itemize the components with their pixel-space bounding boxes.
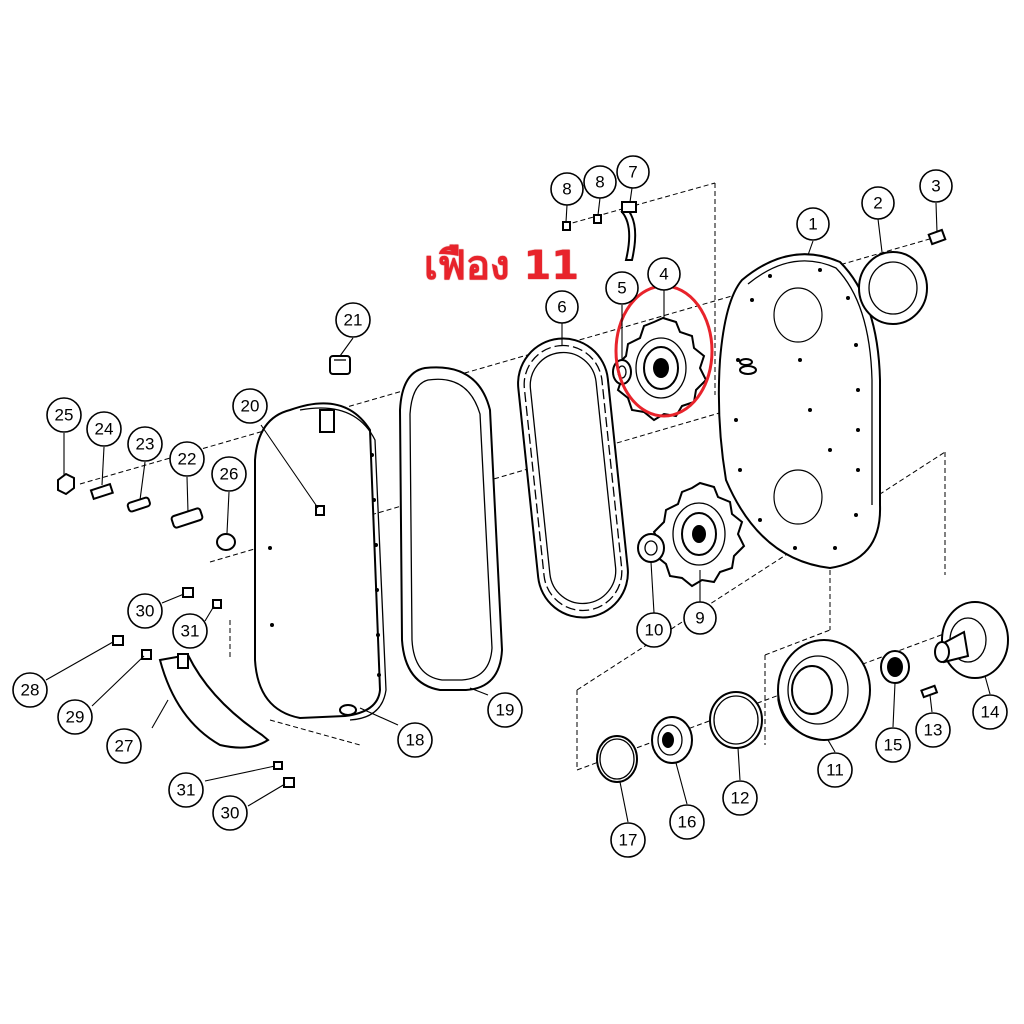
snap-ring-part-12 xyxy=(709,691,763,749)
callout-label-17: 17 xyxy=(619,831,638,850)
callout-label-3: 3 xyxy=(931,177,940,196)
callout-26: 26 xyxy=(211,456,247,492)
callout-label-28: 28 xyxy=(21,681,40,700)
gasket-part-2 xyxy=(858,251,928,325)
nut-part-10 xyxy=(637,533,665,563)
callout-1: 1 xyxy=(796,207,830,241)
callout-31a: 31 xyxy=(172,613,208,649)
callout-label-6: 6 xyxy=(557,298,566,317)
callout-9: 9 xyxy=(683,601,717,635)
callout-label-26: 26 xyxy=(220,465,239,484)
callout-label-31b: 31 xyxy=(177,781,196,800)
callout-27: 27 xyxy=(106,728,142,764)
callout-label-25: 25 xyxy=(55,406,74,425)
shaft-assembly-parts-22-26 xyxy=(57,472,236,551)
callout-label-14: 14 xyxy=(981,703,1000,722)
bolt-part-20 xyxy=(315,505,325,516)
cover-gasket-part-19 xyxy=(398,366,504,691)
callout-31b: 31 xyxy=(168,772,204,808)
callout-label-7: 7 xyxy=(628,163,637,182)
guard-plate-part-27 xyxy=(158,653,270,749)
callout-11: 11 xyxy=(817,752,853,788)
callout-22: 22 xyxy=(169,441,205,477)
callout-label-4: 4 xyxy=(659,265,668,284)
bearing-part-16 xyxy=(651,716,693,764)
callout-label-23: 23 xyxy=(136,435,155,454)
callout-30b: 30 xyxy=(212,795,248,831)
callout-label-18: 18 xyxy=(406,731,425,750)
callout-21: 21 xyxy=(335,302,371,338)
callout-16: 16 xyxy=(669,804,705,840)
callout-4: 4 xyxy=(647,257,681,291)
callout-18: 18 xyxy=(397,722,433,758)
callout-24: 24 xyxy=(86,411,122,447)
callout-label-21: 21 xyxy=(344,311,363,330)
callout-13: 13 xyxy=(915,712,951,748)
annotation-label: เฟือง 11 xyxy=(424,243,580,289)
bolts-part-8 xyxy=(562,214,602,231)
callout-label-22: 22 xyxy=(178,450,197,469)
callout-15: 15 xyxy=(875,727,911,763)
callout-25: 25 xyxy=(46,397,82,433)
callout-30a: 30 xyxy=(127,593,163,629)
callout-19: 19 xyxy=(487,692,523,728)
callout-label-13: 13 xyxy=(924,721,943,740)
callout-2: 2 xyxy=(861,186,895,220)
callout-label-9: 9 xyxy=(695,609,704,628)
callout-label-16: 16 xyxy=(678,813,697,832)
callout-5: 5 xyxy=(605,271,639,305)
callout-label-20: 20 xyxy=(241,397,260,416)
callout-label-31a: 31 xyxy=(181,622,200,641)
leader-lines xyxy=(45,187,991,823)
callout-8a: 8 xyxy=(550,172,584,206)
callout-label-10: 10 xyxy=(645,621,664,640)
callout-28: 28 xyxy=(12,672,48,708)
callout-label-8a: 8 xyxy=(562,180,571,199)
chain-case-cover-part-18 xyxy=(254,402,387,721)
grease-nipple-part-13 xyxy=(920,684,939,699)
callout-10: 10 xyxy=(636,612,672,648)
sprocket-part-4 xyxy=(614,316,708,422)
fasteners-parts-28-31 xyxy=(112,587,295,788)
callout-14: 14 xyxy=(972,694,1008,730)
callout-label-11: 11 xyxy=(826,761,844,780)
callout-label-5: 5 xyxy=(617,279,626,298)
oil-seal-part-15 xyxy=(880,650,910,684)
callout-label-29: 29 xyxy=(66,708,85,727)
breather-part-7 xyxy=(620,201,637,261)
callout-12: 12 xyxy=(722,780,758,816)
callout-label-24: 24 xyxy=(95,420,114,439)
callout-8b: 8 xyxy=(583,165,617,199)
callout-29: 29 xyxy=(57,699,93,735)
plug-part-3 xyxy=(927,228,947,246)
roller-chain-part-6 xyxy=(517,337,629,619)
callout-7: 7 xyxy=(616,155,650,189)
callout-label-8b: 8 xyxy=(595,173,604,192)
callout-label-2: 2 xyxy=(873,194,882,213)
callout-label-30a: 30 xyxy=(136,602,155,621)
callout-6: 6 xyxy=(545,290,579,324)
shaft-flange-part-14 xyxy=(934,601,1009,679)
callout-label-12: 12 xyxy=(731,789,750,808)
housing-plate-part-1 xyxy=(717,253,882,570)
callout-label-27: 27 xyxy=(115,737,134,756)
callout-3: 3 xyxy=(919,169,953,203)
callout-20: 20 xyxy=(232,388,268,424)
callout-label-1: 1 xyxy=(808,215,817,234)
snap-ring-part-17 xyxy=(596,735,638,783)
callout-label-19: 19 xyxy=(496,701,515,720)
housing-bolt-holes xyxy=(734,268,860,550)
filler-cap-part-21 xyxy=(329,355,351,375)
callout-17: 17 xyxy=(610,822,646,858)
callout-label-15: 15 xyxy=(884,736,903,755)
bearing-housing-part-11 xyxy=(777,639,871,741)
callout-23: 23 xyxy=(127,426,163,462)
sprocket-part-9 xyxy=(652,481,746,588)
callout-label-30b: 30 xyxy=(221,804,240,823)
